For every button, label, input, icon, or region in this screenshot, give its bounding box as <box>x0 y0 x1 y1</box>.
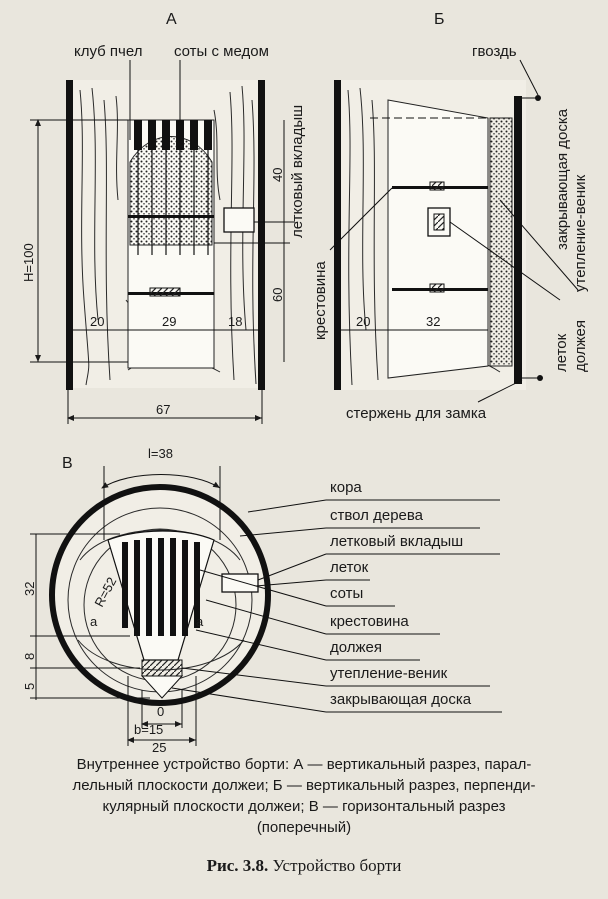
comb-lines-a <box>137 150 209 255</box>
panel-label-b: Б <box>434 11 445 28</box>
leader-cross <box>329 187 393 251</box>
label-lock-rod: стержень для замка <box>346 405 487 422</box>
dim-40-a: 40 <box>270 168 285 182</box>
dim-20-b: 20 <box>356 314 370 329</box>
bark-left-b <box>334 80 341 390</box>
crossbar-block-b1 <box>429 181 445 191</box>
dim-18-a: 18 <box>228 314 242 329</box>
crossbar-block-b2 <box>429 283 445 293</box>
panel-label-c: В <box>62 455 73 472</box>
dim-l: l=38 <box>148 446 173 461</box>
legend-crossbar: крестовина <box>330 613 409 630</box>
legend-dolzheya: должея <box>330 639 382 656</box>
entrance-insert-c <box>221 573 259 593</box>
dim-20-a: 20 <box>90 314 104 329</box>
label-dolzheya-b: должея <box>572 320 589 372</box>
label-honey-combs: соты с медом <box>174 43 269 60</box>
panel-a-vertical-section: клуб пчел соты с медом летковый вкладыш … <box>21 43 306 424</box>
panel-label-a: А <box>166 11 177 28</box>
honey-combs-a <box>134 120 212 150</box>
label-closing-board-b: закрывающая доска <box>554 108 571 250</box>
caption-line-3: кулярный плоскости должеи; В — горизонта… <box>102 798 506 815</box>
panel-b-vertical-section: гвоздь закрывающая доска утепление-веник… <box>312 43 589 422</box>
closing-board-c <box>140 675 184 699</box>
dim-h: H=100 <box>21 243 36 282</box>
legend-combs: соты <box>330 585 363 602</box>
legend-entrance-insert: летковый вкладыш <box>330 533 463 550</box>
combs-c <box>122 538 200 636</box>
figure-number: Рис. 3.8. <box>206 856 269 875</box>
entrance-hole-b <box>433 213 445 231</box>
bark-left-a <box>66 80 73 390</box>
legend-broom: утепление-веник <box>330 665 448 682</box>
legend-trunk: ствол дерева <box>330 507 424 524</box>
dim-32-c: 32 <box>22 582 37 596</box>
legend-bark: кора <box>330 479 362 496</box>
bee-club-a <box>129 136 213 246</box>
dim-32-b: 32 <box>426 314 440 329</box>
label-broom-b: утепление-веник <box>572 174 589 292</box>
legend-entrance: леток <box>330 559 369 576</box>
figure-title: Рис. 3.8. Устройство борти <box>0 856 608 876</box>
dim-5-c: 5 <box>22 683 37 690</box>
dim-25-c: 25 <box>152 740 166 755</box>
dim-67-a: 67 <box>156 402 170 417</box>
angle-a-right: a <box>196 614 204 629</box>
leader-rod <box>477 379 523 403</box>
legend-closing-board: закрывающая доска <box>330 691 472 708</box>
caption-line-2: лельный плоскости должеи; Б — вертикальн… <box>72 777 536 794</box>
dim-60-a: 60 <box>270 288 285 302</box>
leader-letok <box>449 221 561 301</box>
dim-b-c: b=15 <box>134 722 163 737</box>
caption-line-1: Внутреннее устройство борти: А — вертика… <box>76 756 532 773</box>
dim-0-c: 0 <box>157 704 164 719</box>
figure-title-text: Устройство борти <box>272 856 402 875</box>
broom-c <box>141 659 183 677</box>
entrance-insert-a <box>223 207 255 233</box>
label-letok-b: леток <box>553 333 570 372</box>
hollow-b <box>387 99 489 379</box>
label-bee-club: клуб пчел <box>74 43 142 60</box>
legend-leaders <box>171 499 502 713</box>
figure-caption: Внутреннее устройство борти: А — вертика… <box>14 754 594 838</box>
panel-c-horizontal-section: l=38 R=52 a a 32 8 5 0 b=15 25 кора ство… <box>22 446 502 755</box>
caption-line-4: (поперечный) <box>256 819 352 836</box>
crossbar-block-a <box>149 287 181 297</box>
diagram-svg: А Б В <box>21 11 589 755</box>
dim-8-c: 8 <box>22 653 37 660</box>
angle-a-left: a <box>90 614 98 629</box>
panel-c-legend: кора ствол дерева летковый вкладыш леток… <box>330 479 472 708</box>
closing-board-b <box>514 96 522 384</box>
dim-29-a: 29 <box>162 314 176 329</box>
leader-broom <box>499 199 579 291</box>
label-entrance-insert-a: летковый вкладыш <box>289 105 306 238</box>
broom-insulation-b <box>489 117 513 367</box>
label-nail: гвоздь <box>472 43 517 60</box>
label-crossbar-b: крестовина <box>312 261 329 340</box>
leader-nail <box>519 59 539 96</box>
crossbar-upper-a <box>128 215 214 218</box>
bark-right-a <box>258 80 265 390</box>
dim-arc-l <box>101 474 221 489</box>
